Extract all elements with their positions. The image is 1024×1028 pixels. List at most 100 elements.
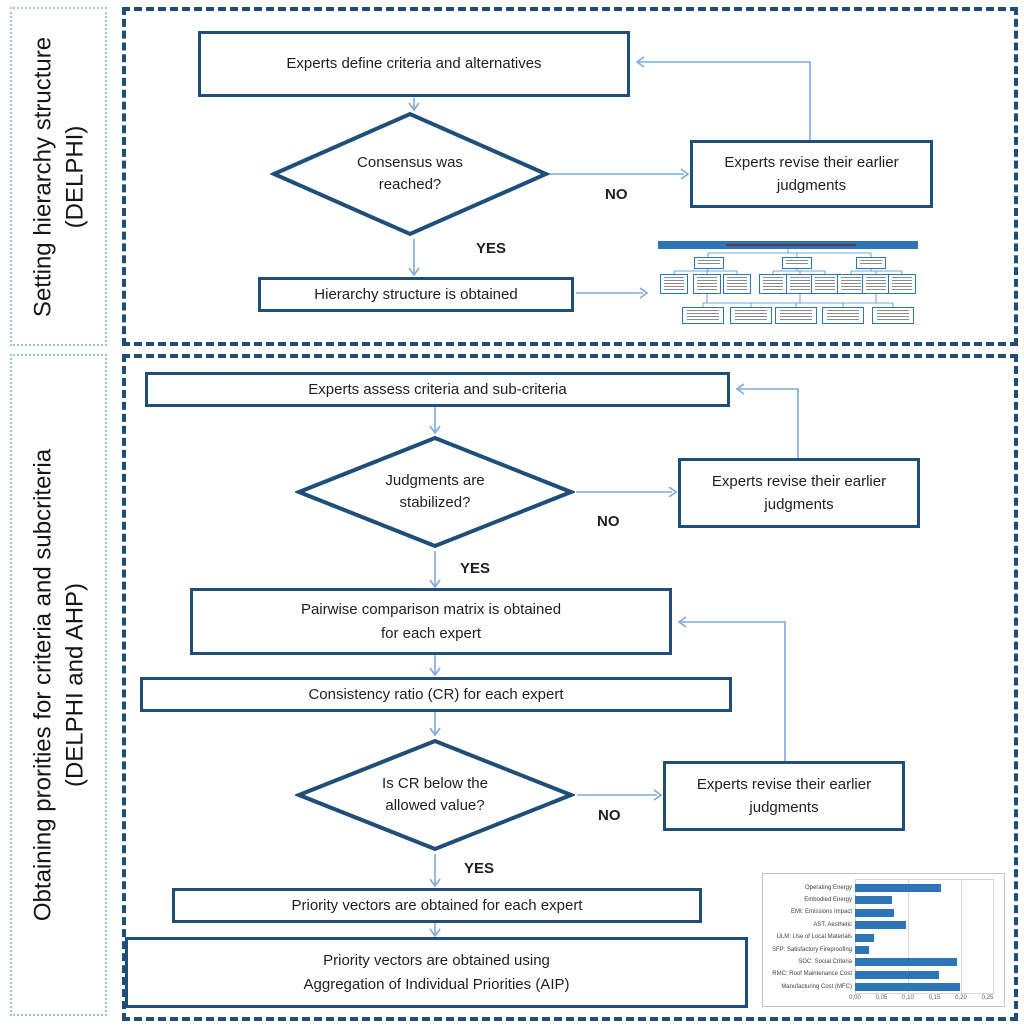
arrow-stabilized-no-to-revise [576, 486, 678, 498]
chart-category-text: SFP: Satisfactory Fireproofing [771, 946, 852, 953]
box-revise-2-line2: judgments [764, 496, 834, 513]
chart-category-label: ULM: Use of Local Materials [765, 934, 852, 941]
panel-bottom-dashed-border [122, 354, 1018, 1021]
arrow-stabilized-yes-to-pairwise [429, 551, 441, 589]
chart-gridline [961, 880, 962, 993]
arrow-consensus-yes-to-hierarchy [408, 239, 420, 277]
mini-box-text-illegible [840, 277, 862, 290]
box-revise-judgments-3: Experts revise their earlier judgments [663, 761, 905, 831]
chart-x-tick: 0,10 [902, 995, 914, 1001]
chart-bar [855, 921, 906, 930]
mini-box-text-illegible [891, 277, 913, 290]
mini-criteria-group-box [782, 257, 812, 269]
chart-category-label: AST: Aesthetic [765, 922, 852, 929]
chart-x-tick: 0,20 [955, 995, 967, 1001]
label-yes-consensus: YES [476, 240, 507, 257]
arrow-priority-to-aip [429, 923, 441, 938]
diamond-cr-check: Is CR below the allowed value? [295, 737, 575, 853]
chart-category-text: RMC: Roof Maintenance Cost [772, 971, 852, 978]
chart-category-label: Embodied Energy [765, 897, 852, 904]
chart-x-tick: 0,15 [928, 995, 941, 1001]
box-assess-criteria-text: Experts assess criteria and sub-criteria [308, 380, 567, 398]
mini-criteria-group-box [856, 257, 886, 269]
mini-subcriteria-box [862, 274, 890, 294]
chart-category-label: Manufacturing Cost (MFC) [765, 984, 852, 991]
chart-bar [855, 983, 961, 992]
section-label-bottom: Obtaining prorities for criteria and sub… [10, 354, 107, 1016]
arrow-hierarchy-to-mini-figure [576, 287, 649, 299]
diamond-consensus-line2: reached? [378, 176, 442, 193]
mini-subcriteria-box [759, 274, 787, 294]
diamond-cr-line2: allowed value? [385, 797, 485, 814]
box-pairwise-matrix: Pairwise comparison matrix is obtained f… [190, 588, 672, 655]
mini-subcriteria-box [786, 274, 814, 294]
mini-box-text-illegible [762, 277, 784, 290]
chart-category-label: SOC: Social Criteria [765, 959, 852, 966]
diamond-consensus-shape [270, 111, 550, 237]
box-assess-criteria: Experts assess criteria and sub-criteria [145, 372, 730, 407]
chart-category-text: Operating Energy [804, 884, 852, 891]
diamond-consensus-label: Consensus was reached? [270, 110, 550, 238]
mini-box-text-illegible [827, 310, 859, 320]
diamond-consensus-line1: Consensus was [357, 154, 463, 172]
box-consistency-ratio-text: Consistency ratio (CR) for each expert [308, 685, 564, 703]
box-pairwise-line1: Pairwise comparison matrix is obtained [300, 601, 562, 619]
arrow-consistency-to-cr-diamond [429, 712, 441, 737]
box-consistency-ratio: Consistency ratio (CR) for each expert [140, 677, 732, 712]
chart-bar [855, 884, 942, 892]
mini-box-text-illegible [789, 277, 811, 290]
box-pairwise-line2: for each expert [380, 624, 482, 642]
mini-box-text-illegible [696, 277, 718, 290]
box-aip-aggregation: Priority vectors are obtained using Aggr… [125, 937, 748, 1008]
box-define-criteria: Experts define criteria and alternatives [198, 31, 630, 97]
box-revise-3-line2: judgments [749, 799, 819, 816]
label-yes-stabilized: YES [460, 560, 491, 577]
mini-box-text-illegible [877, 310, 909, 320]
chart-category-label: SFP: Satisfactory Fireproofing [765, 947, 852, 954]
mini-subcriteria-box [888, 274, 916, 294]
chart-x-tick: 0,05 [875, 995, 888, 1001]
mini-subcriteria-box [837, 274, 865, 294]
mini-box-text-illegible [726, 277, 748, 290]
arrow-define-to-consensus [408, 98, 420, 112]
chart-bar [855, 958, 958, 967]
mini-alternative-box [682, 307, 724, 324]
arrow-consensus-no-to-revise [547, 168, 690, 180]
diamond-cr-check-shape [295, 738, 575, 852]
label-no-stabilized: NO [597, 513, 620, 530]
box-define-criteria-text: Experts define criteria and alternatives [286, 55, 542, 73]
mini-alternative-box [730, 307, 772, 324]
mini-box-text-illegible [687, 310, 719, 320]
box-hierarchy-obtained: Hierarchy structure is obtained [258, 277, 574, 312]
chart-category-label: EMI: Emissions Impact [765, 909, 852, 916]
chart-category-text: ULM: Use of Local Materials [776, 934, 852, 941]
chart-bar [855, 933, 875, 942]
arrow-revise-to-define-feedback [635, 56, 811, 140]
chart-category-text: SOC: Social Criteria [798, 958, 852, 965]
box-aip-line2: Aggregation of Individual Priorities (AI… [303, 975, 570, 993]
mini-box-text-illegible [860, 260, 882, 266]
label-no-cr: NO [598, 807, 621, 824]
diamond-cr-line1: Is CR below the [382, 775, 488, 793]
mini-hierarchy-title-text-illegible [725, 244, 856, 246]
box-revise-judgments-2: Experts revise their earlier judgments [678, 458, 920, 528]
box-revise-2-line1: Experts revise their earlier [711, 472, 887, 490]
diamond-stabilized-line1: Judgments are [385, 472, 485, 490]
mini-criteria-group-box [694, 257, 724, 269]
chart-bar [855, 970, 939, 979]
mini-subcriteria-box [693, 274, 721, 294]
mini-alternative-box [775, 307, 817, 324]
mini-subcriteria-box [660, 274, 688, 294]
label-no-consensus: NO [605, 186, 628, 203]
box-aip-line1: Priority vectors are obtained using [323, 952, 550, 970]
chart-category-text: Manufacturing Cost (MFC) [781, 983, 852, 990]
box-priority-vectors-text: Priority vectors are obtained for each e… [291, 896, 583, 914]
chart-x-tick: 0,00 [849, 995, 861, 1001]
mini-box-text-illegible [786, 260, 808, 266]
mini-box-text-illegible [780, 310, 812, 320]
arrow-pairwise-to-consistency [429, 655, 441, 677]
mini-hierarchy-connectors [673, 249, 903, 307]
chart-category-label: RMC: Roof Maintenance Cost [765, 971, 852, 978]
